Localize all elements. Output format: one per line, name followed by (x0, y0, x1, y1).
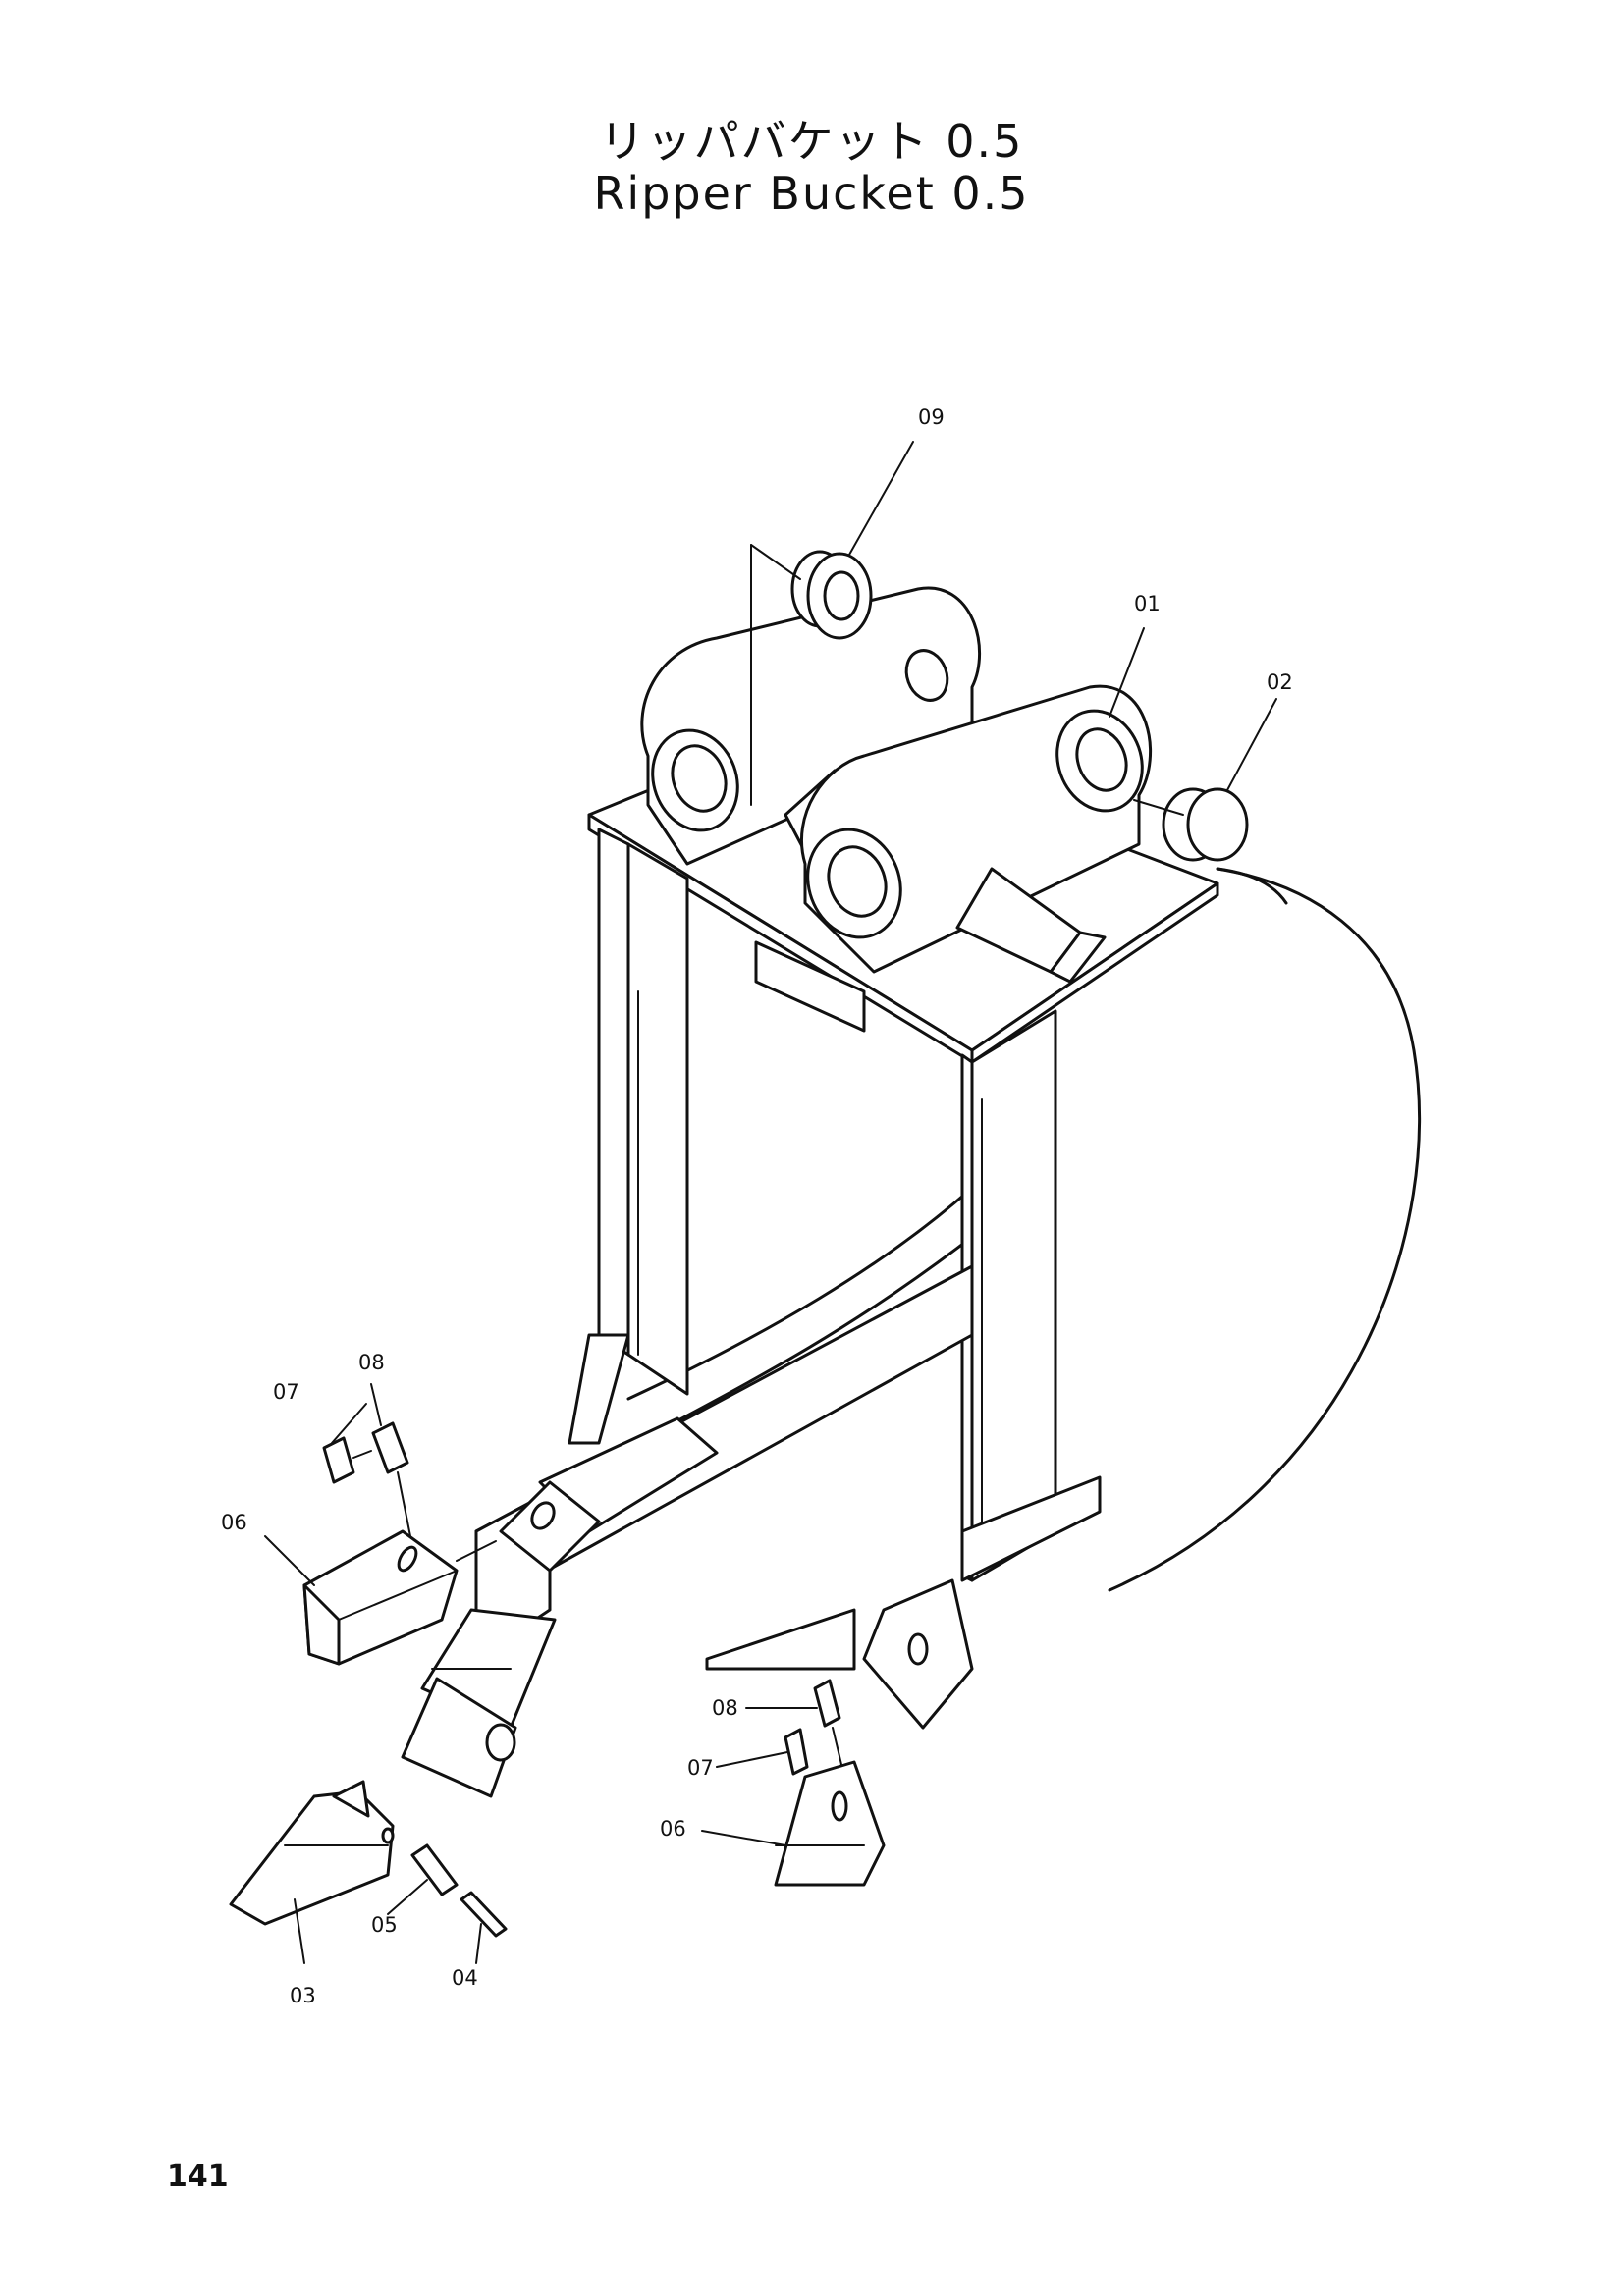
part-02-bushing (1133, 787, 1249, 862)
right-shank (705, 1475, 1102, 1730)
part-06-tooth-left (302, 1529, 497, 1666)
part-03-tooth (229, 1780, 395, 1926)
callout-02: 02 (1267, 670, 1293, 694)
callout-03: 03 (290, 1984, 316, 2007)
right-lug-bracket (799, 684, 1153, 984)
callout-06-right: 06 (660, 1817, 686, 1841)
callout-08-left: 08 (358, 1351, 385, 1374)
part-04-pin (460, 1891, 508, 1938)
side-posts (597, 828, 1057, 1582)
left-lug-bracket (640, 586, 981, 866)
callout-08-right: 08 (712, 1696, 738, 1720)
callout-04: 04 (452, 1966, 478, 1990)
leader-lines (264, 441, 1277, 1964)
left-shank (499, 1333, 719, 1573)
callout-06-left: 06 (221, 1511, 247, 1534)
right-lock-pin-parts (784, 1679, 845, 1778)
left-lock-pin-parts (322, 1421, 413, 1547)
callout-05: 05 (371, 1913, 398, 1937)
callout-01: 01 (1134, 592, 1161, 615)
part-06-tooth-right (774, 1760, 886, 1887)
page-title-english: Ripper Bucket 0.5 (593, 167, 1030, 220)
callout-07-left: 07 (273, 1380, 299, 1404)
callout-09: 09 (918, 405, 945, 429)
page-number: 141 (167, 2160, 229, 2194)
page-title-japanese: リッパバケット 0.5 (599, 115, 1024, 168)
part-09-bushing (750, 544, 873, 806)
callout-07-right: 07 (687, 1756, 714, 1780)
part-05-pin (410, 1843, 459, 1896)
